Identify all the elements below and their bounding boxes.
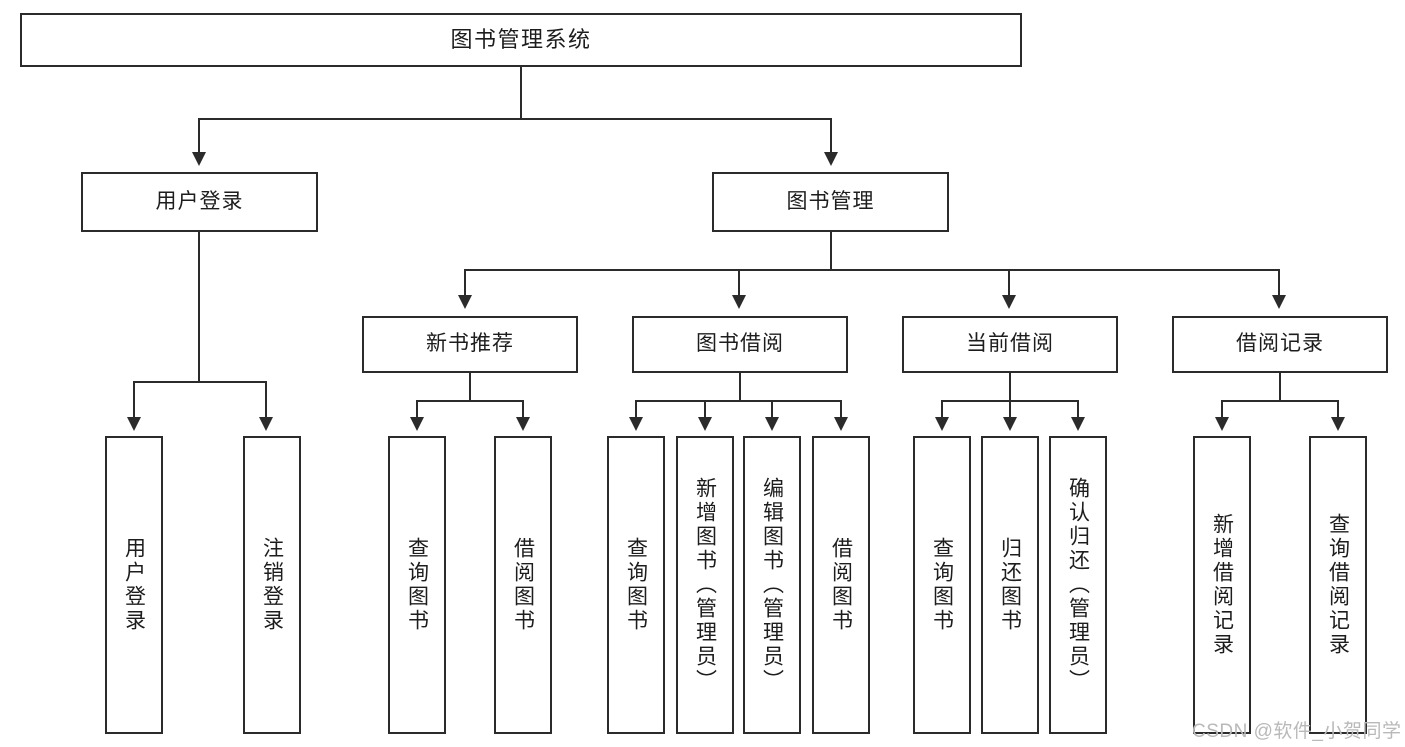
leaf-logout[interactable]: 注销登录 xyxy=(243,436,301,734)
node-book-manage[interactable]: 图书管理 xyxy=(712,172,949,232)
edge-new-book-rec-stem xyxy=(469,373,471,401)
leaf-add-borrow-record[interactable]: 新增借阅记录 xyxy=(1193,436,1251,734)
node-borrow-record-label: 借阅记录 xyxy=(1236,332,1324,356)
node-borrow-record[interactable]: 借阅记录 xyxy=(1172,316,1388,373)
edge-current-borrow-stem xyxy=(1009,373,1011,401)
edge-new-book-rec-drop-2 xyxy=(522,400,524,418)
leaf-edit-book-admin[interactable]: 编辑图书（管理员） xyxy=(743,436,801,734)
node-user-login-label: 用户登录 xyxy=(155,189,244,213)
leaf-add-borrow-record-label: 新增借阅记录 xyxy=(1210,513,1234,657)
leaf-return-book[interactable]: 归还图书 xyxy=(981,436,1039,734)
leaf-borrow-book-2[interactable]: 借阅图书 xyxy=(812,436,870,734)
edge-new-book-rec-drop-1 xyxy=(416,400,418,418)
edge-borrow-record-bus xyxy=(1221,400,1339,402)
leaf-add-book-admin-label: 新增图书（管理员） xyxy=(693,477,717,693)
leaf-query-book-1-label: 查询图书 xyxy=(405,537,429,633)
edge-book-borrow-drop-4 xyxy=(840,400,842,418)
edge-root-drop-right xyxy=(830,118,832,154)
node-book-manage-label: 图书管理 xyxy=(786,189,875,213)
arrow-to-leaf-8 xyxy=(834,417,848,431)
leaf-query-borrow-record[interactable]: 查询借阅记录 xyxy=(1309,436,1367,734)
arrow-to-leaf-4 xyxy=(516,417,530,431)
edge-book-manage-drop-4 xyxy=(1278,269,1280,297)
arrow-to-leaf-6 xyxy=(698,417,712,431)
arrow-to-leaf-7 xyxy=(765,417,779,431)
edge-borrow-record-drop-1 xyxy=(1221,400,1223,418)
edge-borrow-record-drop-2 xyxy=(1337,400,1339,418)
node-root-label: 图书管理系统 xyxy=(450,27,592,53)
arrow-to-current-borrow xyxy=(1002,295,1016,309)
csdn-watermark: CSDN @软件_小贺同学 xyxy=(1192,721,1402,742)
edge-user-login-drop-1 xyxy=(133,381,135,419)
edge-user-login-drop-2 xyxy=(265,381,267,419)
arrow-to-leaf-13 xyxy=(1331,417,1345,431)
leaf-add-book-admin[interactable]: 新增图书（管理员） xyxy=(676,436,734,734)
edge-borrow-record-stem xyxy=(1279,373,1281,401)
edge-new-book-rec-bus xyxy=(416,400,524,402)
arrow-to-leaf-2 xyxy=(259,417,273,431)
edge-book-manage-drop-1 xyxy=(464,269,466,297)
arrow-to-borrow-record xyxy=(1272,295,1286,309)
edge-book-borrow-drop-1 xyxy=(635,400,637,418)
leaf-confirm-return-admin-label: 确认归还（管理员） xyxy=(1066,477,1090,693)
leaf-return-book-label: 归还图书 xyxy=(998,537,1022,633)
arrow-to-leaf-12 xyxy=(1215,417,1229,431)
arrow-to-new-book-rec xyxy=(458,295,472,309)
leaf-borrow-book-1[interactable]: 借阅图书 xyxy=(494,436,552,734)
edge-root-bus xyxy=(198,118,832,120)
edge-user-login-stem xyxy=(198,232,200,382)
leaf-edit-book-admin-label: 编辑图书（管理员） xyxy=(760,477,784,693)
edge-current-borrow-drop-2 xyxy=(1009,400,1011,418)
leaf-query-book-2-label: 查询图书 xyxy=(624,537,648,633)
leaf-query-borrow-record-label: 查询借阅记录 xyxy=(1326,513,1350,657)
leaf-query-book-3[interactable]: 查询图书 xyxy=(913,436,971,734)
leaf-borrow-book-1-label: 借阅图书 xyxy=(511,537,535,633)
leaf-query-book-1[interactable]: 查询图书 xyxy=(388,436,446,734)
arrow-to-book-manage xyxy=(824,152,838,166)
arrow-to-leaf-11 xyxy=(1071,417,1085,431)
leaf-query-book-2[interactable]: 查询图书 xyxy=(607,436,665,734)
edge-book-manage-drop-2 xyxy=(738,269,740,297)
leaf-borrow-book-2-label: 借阅图书 xyxy=(829,537,853,633)
edge-current-borrow-drop-3 xyxy=(1077,400,1079,418)
edge-book-borrow-drop-2 xyxy=(704,400,706,418)
arrow-to-leaf-3 xyxy=(410,417,424,431)
edge-book-borrow-bus xyxy=(635,400,842,402)
arrow-to-leaf-5 xyxy=(629,417,643,431)
node-user-login[interactable]: 用户登录 xyxy=(81,172,318,232)
leaf-logout-label: 注销登录 xyxy=(260,537,284,633)
node-new-book-rec-label: 新书推荐 xyxy=(426,332,514,356)
arrow-to-leaf-9 xyxy=(935,417,949,431)
leaf-query-book-3-label: 查询图书 xyxy=(930,537,954,633)
leaf-user-login[interactable]: 用户登录 xyxy=(105,436,163,734)
node-current-borrow[interactable]: 当前借阅 xyxy=(902,316,1118,373)
edge-book-borrow-stem xyxy=(739,373,741,401)
arrow-to-leaf-10 xyxy=(1003,417,1017,431)
edge-book-manage-bus xyxy=(464,269,1280,271)
edge-root-stem xyxy=(520,67,522,119)
edge-current-borrow-drop-1 xyxy=(941,400,943,418)
edge-book-borrow-drop-3 xyxy=(771,400,773,418)
arrow-to-user-login xyxy=(192,152,206,166)
node-book-borrow[interactable]: 图书借阅 xyxy=(632,316,848,373)
arrow-to-leaf-1 xyxy=(127,417,141,431)
leaf-user-login-label: 用户登录 xyxy=(122,537,146,633)
node-new-book-rec[interactable]: 新书推荐 xyxy=(362,316,578,373)
edge-book-manage-stem xyxy=(830,232,832,270)
node-current-borrow-label: 当前借阅 xyxy=(966,332,1054,356)
node-book-borrow-label: 图书借阅 xyxy=(696,332,784,356)
leaf-confirm-return-admin[interactable]: 确认归还（管理员） xyxy=(1049,436,1107,734)
arrow-to-book-borrow xyxy=(732,295,746,309)
edge-user-login-bus xyxy=(133,381,265,383)
node-root[interactable]: 图书管理系统 xyxy=(20,13,1022,67)
edge-book-manage-drop-3 xyxy=(1008,269,1010,297)
edge-root-drop-left xyxy=(198,118,200,154)
